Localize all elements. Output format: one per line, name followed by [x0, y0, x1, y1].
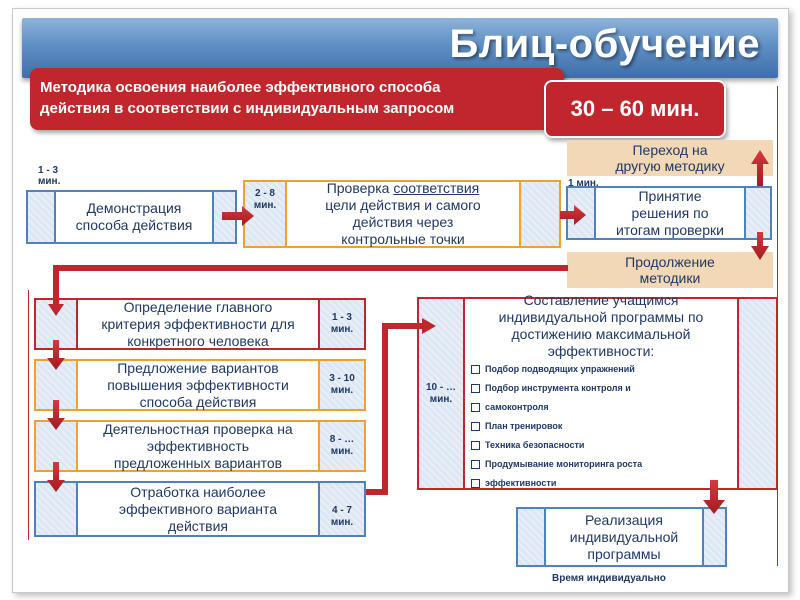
step-activity-check: Деятельностная проверка на эффективность… — [34, 420, 366, 472]
check-time: 2 - 8 мин. — [253, 188, 277, 211]
footer-note: Время индивидуально — [552, 573, 666, 584]
demo-time: 1 - 3 мин. — [38, 165, 61, 187]
arrow-up-icon — [751, 150, 769, 186]
list-item: Техника безопасности — [471, 436, 737, 455]
arrow-down-icon — [47, 340, 65, 370]
step-time: 3 - 10 мин. — [329, 373, 355, 396]
total-time: 30 – 60 мин. — [570, 96, 700, 121]
program-list: Подбор подводящих упражнений Подбор инст… — [471, 360, 737, 493]
list-item: Подбор подводящих упражнений — [471, 360, 737, 379]
realization-box: Реализация индивидуальной программы — [516, 507, 727, 567]
method-description: Методика освоения наиболее эффективного … — [30, 68, 564, 130]
step-time: 1 - 3 мин. — [330, 312, 354, 335]
arrow-right-icon — [560, 205, 586, 225]
arrow-down-icon — [47, 400, 65, 430]
step-variants: Предложение вариантов повышения эффектив… — [34, 359, 366, 411]
list-item: эффективности — [471, 474, 737, 493]
switch-method-box: Переход на другую методику — [567, 140, 773, 176]
demo-text: Демонстрация способа действия — [54, 192, 214, 242]
step-text: Отработка наиболее эффективного варианта… — [76, 483, 320, 535]
program-content: Составление учащимся индивидуальной прог… — [463, 292, 739, 488]
decision-time: 1 мин. — [568, 178, 599, 189]
continue-method-box: Продолжение методики — [567, 252, 773, 288]
arrow-right-icon — [222, 206, 254, 226]
realization-text: Реализация индивидуальной программы — [544, 509, 704, 565]
arrow-right-icon — [422, 318, 436, 334]
check-text: Проверка соответствия цели действия и са… — [285, 180, 521, 247]
page-title: Блиц-обучение — [449, 22, 760, 66]
check-box: 2 - 8 мин. Проверка соответствия цели де… — [243, 180, 561, 248]
arrow-down-icon — [48, 304, 64, 316]
step-time: 8 - … мин. — [329, 434, 355, 457]
individual-program-box: 10 - … мин. Составление учащимся индивид… — [417, 292, 778, 490]
decision-box: Принятие решения по итогам проверки — [566, 186, 772, 240]
connector-line — [366, 323, 424, 495]
arrow-down-icon — [47, 462, 65, 492]
list-item: самоконтроля — [471, 398, 737, 417]
step-time: 4 - 7 мин. — [330, 505, 354, 528]
step-text: Определение главного критерия эффективно… — [76, 299, 320, 349]
list-item: План тренировок — [471, 417, 737, 436]
demo-box: Демонстрация способа действия — [26, 190, 237, 244]
step-text: Предложение вариантов повышения эффектив… — [76, 360, 320, 410]
program-heading: Составление учащимся индивидуальной прог… — [498, 292, 704, 359]
method-line-1: Методика освоения наиболее эффективного … — [40, 79, 441, 96]
step-text: Деятельностная проверка на эффективность… — [76, 421, 320, 471]
arrow-down-icon — [751, 232, 769, 260]
program-time: 10 - … мин. — [425, 381, 456, 405]
step-practice: Отработка наиболее эффективного варианта… — [34, 481, 366, 537]
total-time-badge: 30 – 60 мин. — [544, 80, 726, 138]
arrow-down-icon — [703, 480, 725, 514]
method-line-2: действия в соответствии с индивидуальным… — [40, 100, 455, 117]
connector-line — [53, 265, 568, 306]
decision-text: Принятие решения по итогам проверки — [594, 188, 746, 238]
list-item: Продумывание мониторинга роста — [471, 455, 737, 474]
list-item: Подбор инструмента контроля и — [471, 379, 737, 398]
left-decor-line — [28, 290, 29, 540]
step-main-criterion: Определение главного критерия эффективно… — [34, 298, 366, 350]
